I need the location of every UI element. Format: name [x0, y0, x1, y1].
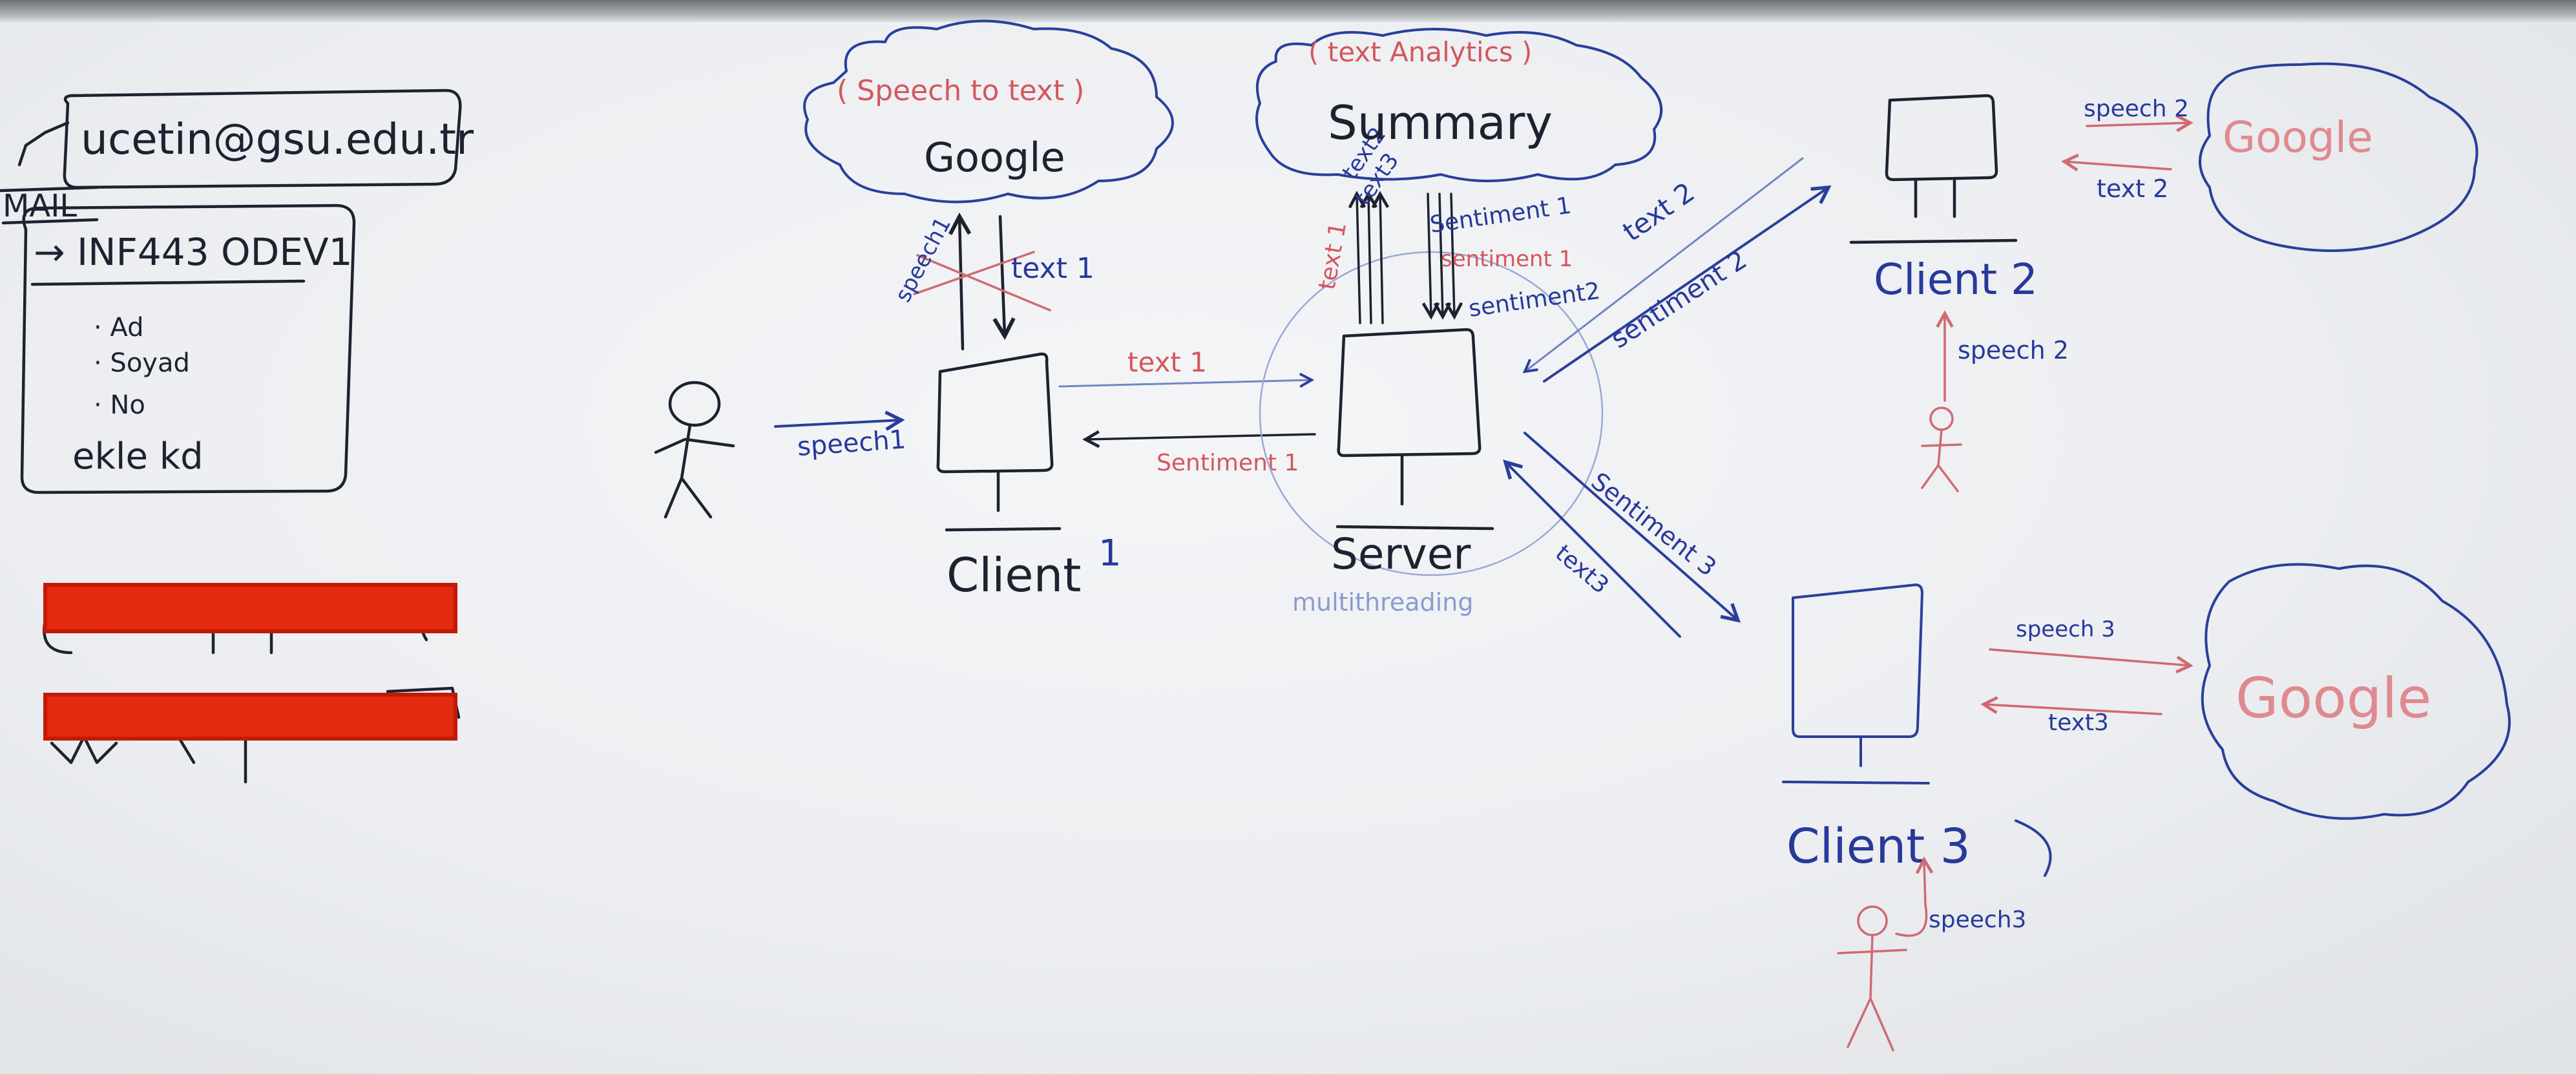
cloud-speech-to-text: ( Speech to text ) Google — [803, 19, 1174, 204]
c1-to-server-label: text 1 — [1127, 346, 1207, 378]
stick-figure-user-1: speech1 — [654, 381, 907, 519]
c2-to-server-label: text 2 — [1617, 176, 1701, 248]
server-down-sent1: Sentiment 1 — [1429, 193, 1573, 238]
redaction-bar-2 — [43, 693, 457, 741]
speech1-up-label: speech1 — [890, 213, 956, 306]
client1-label: Client — [947, 548, 1081, 602]
mail-box: ucetin@gsu.edu.tr — [17, 89, 474, 189]
google-speech-name: Google — [924, 134, 1065, 181]
client1-number: 1 — [1098, 532, 1122, 574]
google2-name: Google — [2223, 112, 2373, 162]
speech3-label: speech3 — [1929, 907, 2026, 933]
c2-speech-label: speech 2 — [2084, 96, 2189, 122]
c3-speech-label: speech 3 — [2016, 616, 2115, 642]
speech1-label: speech1 — [796, 425, 906, 462]
mail-tag: MAIL — [0, 185, 99, 225]
client1-server-links: text 1 Sentiment 1 — [1058, 346, 1316, 476]
client3-google-links: speech 3 text3 — [1984, 616, 2190, 736]
assignment-title: → INF443 ODEV1 — [34, 230, 353, 274]
stick-figure-user-2: speech 2 — [1921, 313, 2069, 492]
text-analytics-caption: ( text Analytics ) — [1308, 36, 1532, 68]
redacted-notes — [43, 583, 461, 784]
client2-google-links: speech 2 text 2 — [2064, 96, 2190, 203]
client2-label: Client 2 — [1874, 255, 2038, 304]
multithreading-note: multithreading — [1292, 588, 1473, 616]
client-2: Client 2 — [1849, 94, 2038, 304]
server-summary-links: text 1 text2 text3 Sentiment 1 sentiment… — [1314, 123, 1602, 324]
assignment-footer: ekle kd — [72, 436, 204, 478]
stick-figure-user-3: speech3 — [1837, 859, 2026, 1051]
speech2-label: speech 2 — [1958, 336, 2069, 364]
server-client3-links: Sentiment 3 text3 — [1505, 432, 1738, 638]
server-label: Server — [1331, 529, 1471, 579]
client-3: Client 3 — [1782, 584, 2052, 877]
summary-name: Summary — [1328, 96, 1553, 150]
server-up-text1: text 1 — [1314, 220, 1352, 292]
cloud-google-client2: Google — [2199, 62, 2478, 252]
redaction-bar-1 — [43, 583, 457, 633]
client3-label: Client 3 — [1786, 819, 1971, 874]
cloud-text-analytics: ( text Analytics ) Summary — [1255, 28, 1663, 182]
client-1: Client 1 — [936, 352, 1122, 602]
text1-down-label: text 1 — [1011, 252, 1094, 285]
mail-label: MAIL — [3, 188, 77, 224]
c3-text-label: text3 — [2048, 710, 2109, 736]
server: Server multithreading — [1259, 251, 1604, 616]
field-no: · No — [94, 390, 145, 420]
c2-text-label: text 2 — [2097, 174, 2168, 203]
whiteboard-frame — [0, 0, 2576, 22]
c3-to-server-label: text3 — [1550, 540, 1613, 599]
client1-google-links: speech1 text 1 — [890, 213, 1094, 351]
google3-name: Google — [2236, 666, 2431, 731]
multithreading-circle — [1259, 251, 1604, 576]
server-to-c2-label: sentiment 2 — [1606, 245, 1752, 354]
field-ad: · Ad — [94, 313, 143, 342]
email-address: ucetin@gsu.edu.tr — [81, 114, 474, 164]
server-to-c1-label: Sentiment 1 — [1157, 450, 1299, 476]
speech-to-text-caption: ( Speech to text ) — [837, 74, 1084, 107]
assignment-box: → INF443 ODEV1 · Ad · Soyad · No ekle kd — [20, 204, 356, 494]
server-down-sent1b: sentiment 1 — [1441, 246, 1573, 272]
cloud-google-client3: Google — [2201, 563, 2511, 820]
field-soyad: · Soyad — [94, 348, 190, 378]
